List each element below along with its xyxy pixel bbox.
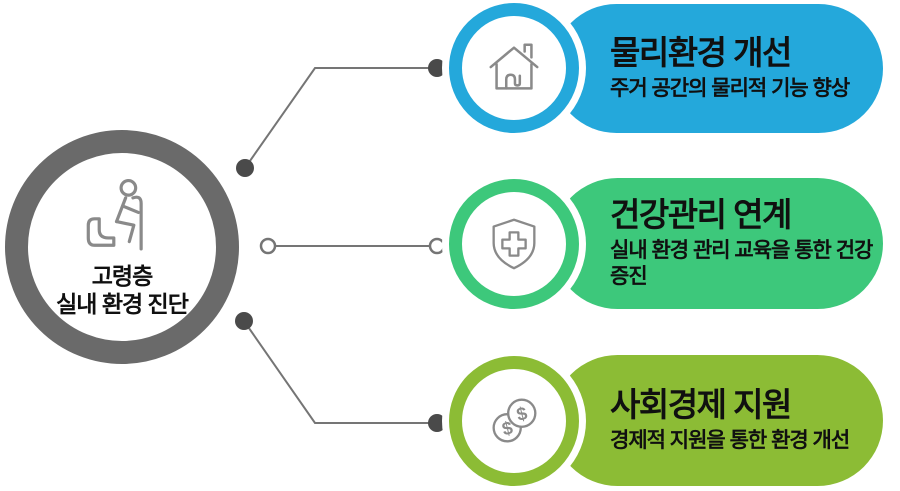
shield-cross-icon bbox=[492, 218, 536, 270]
central-hub: 고령층 실내 환경 진단 bbox=[5, 130, 239, 364]
item-pill bbox=[552, 4, 883, 133]
item-badge: $ $ bbox=[449, 356, 579, 486]
dollar-glyph: $ bbox=[514, 402, 529, 425]
connector-line-top bbox=[244, 67, 437, 169]
item-subtitle: 실내 환경 관리 교육을 통한 건강 증진 bbox=[610, 239, 873, 288]
item-pill bbox=[552, 355, 883, 486]
house-icon bbox=[489, 43, 539, 90]
item-pill bbox=[552, 178, 883, 309]
connector-dot-filled bbox=[428, 414, 446, 432]
connector-dot-filled bbox=[236, 159, 254, 177]
connector-dot-hollow bbox=[428, 237, 446, 255]
item-subtitle: 경제적 지원을 통한 환경 개선 bbox=[610, 429, 850, 453]
hub-title: 고령층 실내 환경 진단 bbox=[56, 262, 189, 318]
connector-line-bottom bbox=[243, 320, 437, 424]
connector-dot-filled bbox=[235, 312, 253, 330]
item-subtitle: 주거 공간의 물리적 기능 향상 bbox=[610, 77, 850, 101]
item-badge bbox=[449, 3, 579, 133]
connector-dot-filled bbox=[428, 59, 446, 77]
item-text: 사회경제 지원 경제적 지원을 통한 환경 개선 bbox=[610, 355, 882, 486]
item-badge bbox=[449, 179, 579, 309]
item-title: 물리환경 개선 bbox=[610, 34, 792, 72]
item-title: 사회경제 지원 bbox=[610, 386, 792, 424]
item-text: 건강관리 연계 실내 환경 관리 교육을 통한 건강 증진 bbox=[610, 178, 882, 309]
hub-title-line1: 고령층 bbox=[91, 262, 153, 289]
hub-title-line2: 실내 환경 진단 bbox=[56, 291, 189, 317]
coins-icon: $ $ bbox=[492, 398, 537, 443]
item-title: 건강관리 연계 bbox=[610, 196, 792, 234]
connector-dot-hollow bbox=[259, 237, 277, 255]
item-text: 물리환경 개선 주거 공간의 물리적 기능 향상 bbox=[610, 4, 882, 133]
elderly-person-icon bbox=[86, 178, 143, 251]
